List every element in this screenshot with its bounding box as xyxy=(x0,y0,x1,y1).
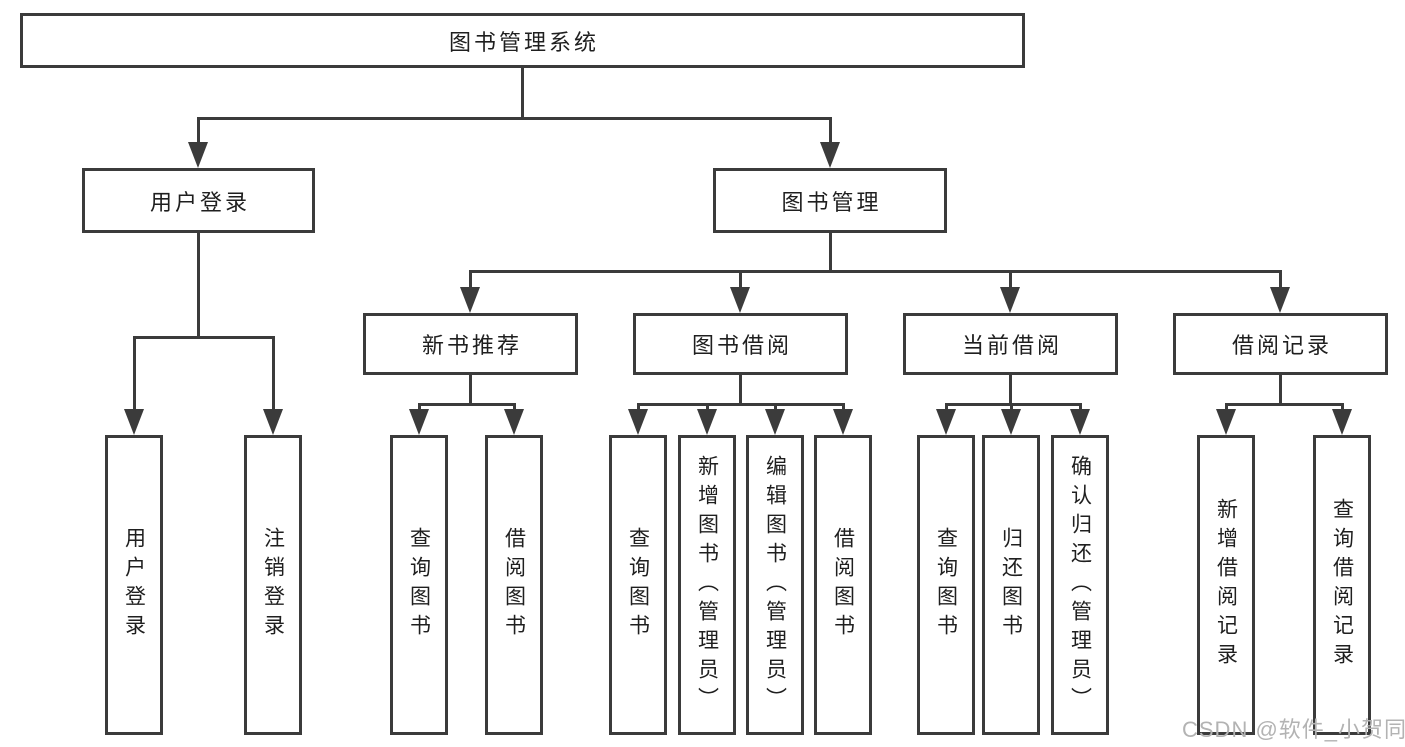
connector-line xyxy=(636,403,640,413)
leaf-borrow-books-2: 借阅图书 xyxy=(814,435,872,735)
connector-line xyxy=(196,117,200,147)
connector-line xyxy=(1008,270,1012,291)
connector-line xyxy=(132,336,275,339)
leaf-query-borrow-record: 查询借阅记录 xyxy=(1313,435,1371,735)
arrowhead-down-icon xyxy=(504,409,524,435)
connector-line xyxy=(417,403,421,413)
connector-line xyxy=(828,233,832,272)
connector-line xyxy=(773,403,777,413)
connector-line xyxy=(636,403,845,406)
connector-line xyxy=(1009,403,1013,413)
connector-line xyxy=(841,403,845,413)
leaf-query-books-2: 查询图书 xyxy=(609,435,667,735)
leaf-user-login: 用户登录 xyxy=(105,435,163,735)
connector-line xyxy=(271,336,275,412)
connector-line xyxy=(468,270,1282,273)
csdn-watermark: CSDN @软件_小贺同学 xyxy=(1182,717,1405,742)
leaf-confirm-return-admin: 确认归还（管理员） xyxy=(1051,435,1109,735)
connector-line xyxy=(828,117,832,147)
connector-line xyxy=(1224,403,1228,413)
leaf-query-books-3: 查询图书 xyxy=(917,435,975,735)
connector-line xyxy=(738,375,742,406)
arrowhead-down-icon xyxy=(188,142,208,168)
connector-line xyxy=(944,403,1082,406)
leaf-return-book: 归还图书 xyxy=(982,435,1040,735)
leaf-add-borrow-record: 新增借阅记录 xyxy=(1197,435,1255,735)
connector-line xyxy=(132,336,136,412)
node-book-borrowing: 图书借阅 xyxy=(633,313,848,375)
arrowhead-down-icon xyxy=(1270,287,1290,313)
connector-line xyxy=(705,403,709,413)
arrowhead-down-icon xyxy=(730,287,750,313)
connector-line xyxy=(944,403,948,413)
connector-line xyxy=(520,65,524,118)
connector-line xyxy=(468,270,472,291)
node-book-management: 图书管理 xyxy=(713,168,947,233)
leaf-borrow-books-1: 借阅图书 xyxy=(485,435,543,735)
arrowhead-down-icon xyxy=(1216,409,1236,435)
arrowhead-down-icon xyxy=(124,409,144,435)
arrowhead-down-icon xyxy=(1001,409,1021,435)
connector-line xyxy=(512,403,516,413)
connector-line xyxy=(1278,375,1282,406)
arrowhead-down-icon xyxy=(1332,409,1352,435)
arrowhead-down-icon xyxy=(765,409,785,435)
arrowhead-down-icon xyxy=(697,409,717,435)
node-new-book-recommend: 新书推荐 xyxy=(363,313,578,375)
arrowhead-down-icon xyxy=(936,409,956,435)
arrowhead-down-icon xyxy=(1000,287,1020,313)
connector-line xyxy=(196,117,832,120)
arrowhead-down-icon xyxy=(628,409,648,435)
arrowhead-down-icon xyxy=(820,142,840,168)
leaf-add-book-admin: 新增图书（管理员） xyxy=(678,435,736,735)
arrowhead-down-icon xyxy=(409,409,429,435)
leaf-logout: 注销登录 xyxy=(244,435,302,735)
connector-line xyxy=(738,270,742,291)
arrowhead-down-icon xyxy=(263,409,283,435)
node-borrow-records: 借阅记录 xyxy=(1173,313,1388,375)
node-user-login: 用户登录 xyxy=(82,168,315,233)
connector-line xyxy=(1278,270,1282,291)
connector-line xyxy=(196,233,200,338)
arrowhead-down-icon xyxy=(1070,409,1090,435)
connector-line xyxy=(1078,403,1082,413)
connector-line xyxy=(417,403,516,406)
arrowhead-down-icon xyxy=(460,287,480,313)
node-current-borrowing: 当前借阅 xyxy=(903,313,1118,375)
leaf-edit-book-admin: 编辑图书（管理员） xyxy=(746,435,804,735)
node-root-library-system: 图书管理系统 xyxy=(20,13,1025,68)
connector-line xyxy=(1224,403,1344,406)
connector-line xyxy=(1008,375,1012,406)
connector-line xyxy=(468,375,472,406)
arrowhead-down-icon xyxy=(833,409,853,435)
connector-line xyxy=(1340,403,1344,413)
leaf-query-books-1: 查询图书 xyxy=(390,435,448,735)
